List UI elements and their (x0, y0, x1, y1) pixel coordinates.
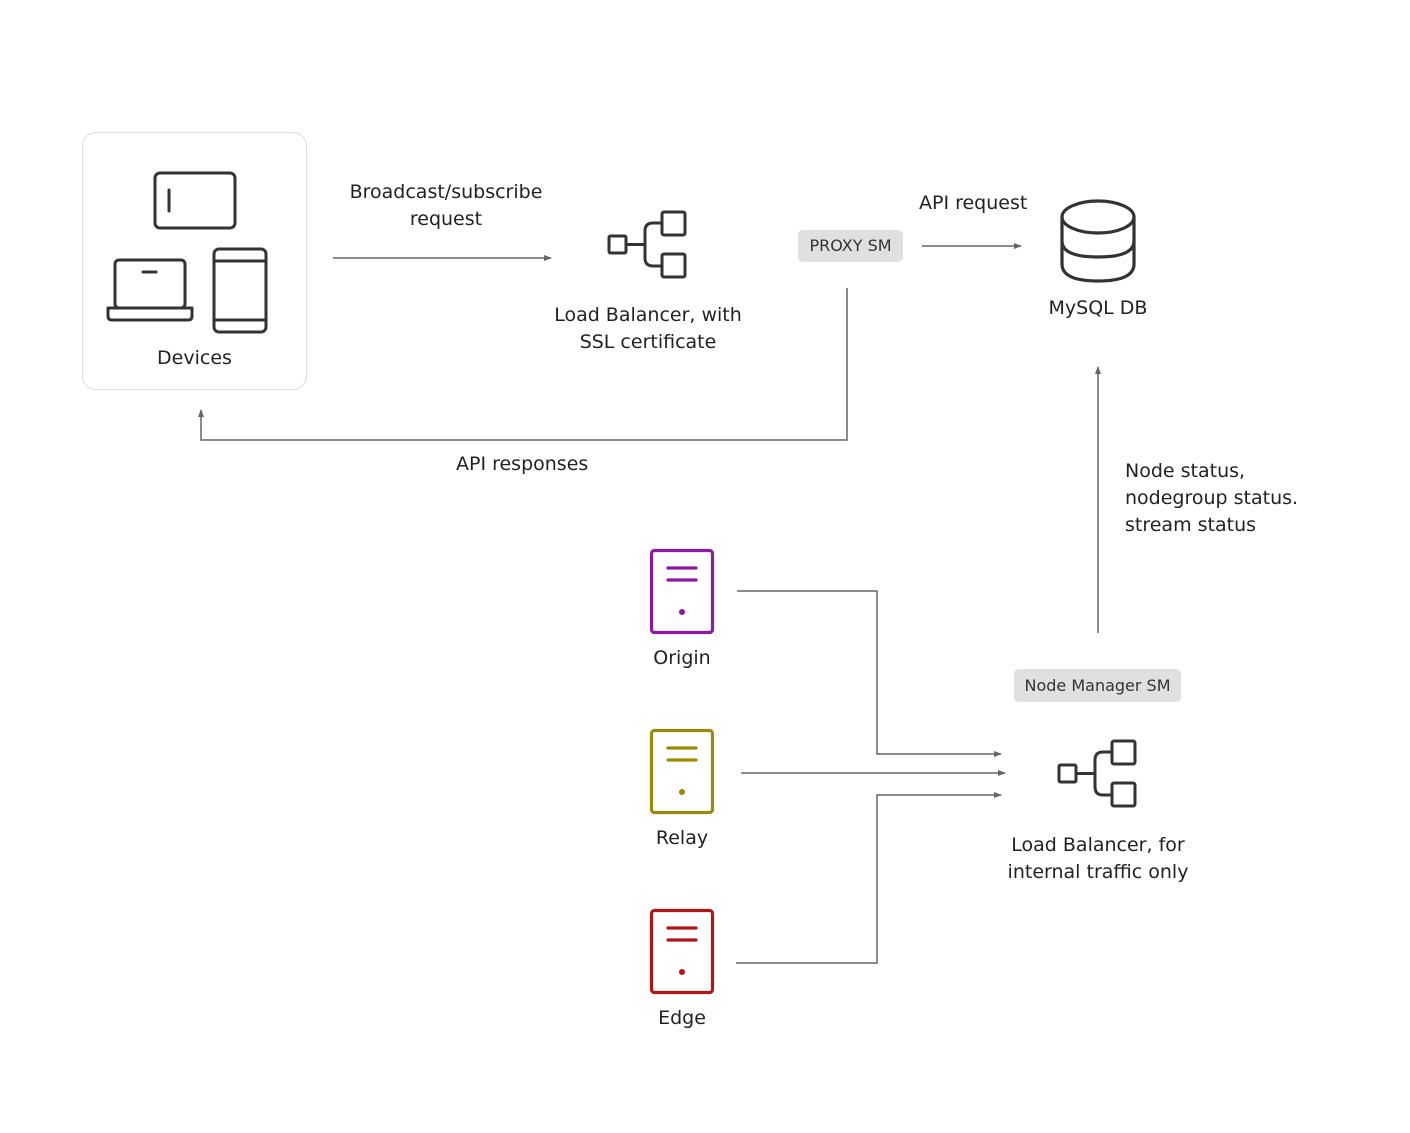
edge-connector (736, 792, 1002, 964)
phone-icon (212, 247, 268, 334)
broadcast-request-label: Broadcast/subscribe request (330, 179, 562, 233)
status-note-line2: nodegroup status. (1125, 487, 1299, 509)
relay-server-icon (649, 728, 715, 815)
load-balancer-ssl-label: Load Balancer, with SSL certificate (540, 302, 756, 356)
edge-server-icon (649, 908, 715, 995)
mysql-db-label: MySQL DB (1048, 297, 1148, 319)
laptop-icon (106, 258, 194, 322)
api-responses-arrow (198, 288, 848, 441)
database-icon (1060, 199, 1136, 283)
devices-label: Devices (157, 347, 232, 369)
load-balancer-icon (607, 210, 687, 279)
devices-icon (106, 171, 268, 334)
api-responses-label: API responses (456, 453, 589, 475)
origin-label: Origin (653, 647, 711, 669)
origin-server-icon (649, 548, 715, 635)
tablet-icon (153, 171, 237, 230)
internal-load-balancer-label: Load Balancer, for internal traffic only (990, 832, 1206, 886)
edge-label: Edge (658, 1007, 706, 1029)
broadcast-request-line2: request (409, 208, 483, 230)
load-balancer-ssl-line2: SSL certificate (579, 331, 717, 353)
relay-label: Relay (655, 827, 709, 849)
status-note: Node status, nodegroup status. stream st… (1125, 458, 1298, 539)
proxy-sm-badge: PROXY SM (798, 230, 903, 262)
api-request-label: API request (919, 192, 1028, 214)
internal-load-balancer-line2: internal traffic only (1007, 861, 1189, 883)
node-manager-sm-badge: Node Manager SM (1014, 669, 1181, 702)
load-balancer-ssl-line1: Load Balancer, with (554, 304, 742, 326)
origin-connector (737, 590, 1002, 757)
status-note-line1: Node status, (1125, 460, 1246, 482)
internal-load-balancer-icon (1057, 739, 1137, 808)
broadcast-request-line1: Broadcast/subscribe (349, 181, 543, 203)
internal-load-balancer-line1: Load Balancer, for (1011, 834, 1185, 856)
devices-box (82, 132, 307, 390)
status-note-line3: stream status (1125, 514, 1257, 536)
